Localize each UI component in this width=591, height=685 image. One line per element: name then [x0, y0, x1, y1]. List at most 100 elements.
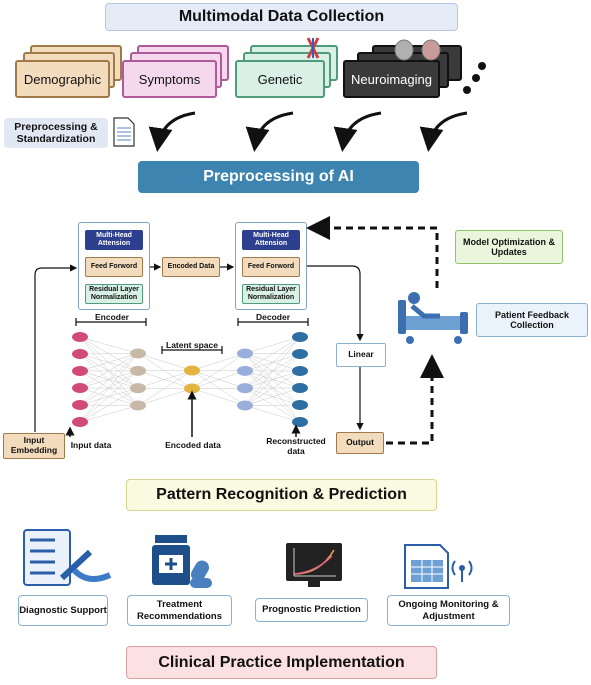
decoder-block: Multi-Head Attension Feed Forword Residu…: [235, 222, 307, 310]
brackets: [75, 318, 309, 354]
network-connection: [191, 370, 246, 389]
more-sources-dots-icon: [463, 62, 486, 94]
network-connection: [244, 353, 301, 406]
network-connection: [79, 370, 139, 423]
network-connection: [244, 336, 301, 406]
network-node: [292, 383, 308, 393]
network-node: [292, 417, 308, 427]
source-card-neuroimaging: Neuroimaging: [343, 60, 440, 98]
source-card-symptoms: Symptoms: [122, 60, 217, 98]
network-node: [72, 366, 88, 376]
network-connection: [79, 353, 139, 372]
linear-box: Linear: [336, 343, 386, 367]
feedback-loop: [306, 216, 444, 445]
network-node: [292, 400, 308, 410]
network-connection: [244, 336, 301, 354]
network-connection: [79, 336, 139, 354]
encoded-data-box: Encoded Data: [162, 257, 220, 277]
reconstructed-data-label: Reconstructed data: [266, 436, 326, 456]
preprocessing-standardization-text: Preprocessing & Standardization: [14, 120, 98, 145]
network-node: [72, 417, 88, 427]
network-node: [72, 383, 88, 393]
network-connection: [244, 336, 301, 389]
encoder-title: Encoder: [94, 312, 129, 322]
model-optimization-box: Model Optimization & Updates: [455, 230, 563, 264]
network-node: [72, 349, 88, 359]
network-node: [292, 332, 308, 342]
network-connection: [79, 405, 139, 423]
patient-feedback-box: Patient Feedback Collection: [476, 303, 588, 337]
spreadsheet-signal-icon: [404, 544, 473, 589]
network-connection: [191, 370, 246, 406]
network-connection: [191, 353, 246, 371]
network-connection: [191, 388, 246, 406]
monitor-chart-icon: [286, 543, 342, 587]
input-data-label: Input data: [70, 440, 112, 450]
autoencoder-network: [72, 332, 308, 427]
outcome-diagnostic-support: Diagnostic Support: [18, 595, 108, 626]
banner-clinical-text: Clinical Practice Implementation: [158, 653, 405, 671]
network-node: [237, 383, 253, 394]
network-connection: [244, 387, 301, 406]
network-connection: [79, 353, 139, 406]
decoder-multi-head-attention: Multi-Head Attension: [242, 230, 300, 250]
decoder-residual-normalization: Residual Layer Normalization: [242, 284, 300, 304]
banner-preprocessing-ai-text: Preprocessing of AI: [203, 168, 354, 185]
network-node: [130, 400, 146, 411]
outcome-treatment-recommendations: Treatment Recommendations: [127, 595, 232, 626]
network-connection: [79, 353, 139, 355]
network-node: [292, 349, 308, 359]
decoder-title: Decoder: [255, 312, 290, 322]
banner-preprocessing-ai: Preprocessing of AI: [138, 161, 419, 193]
network-node: [292, 366, 308, 376]
banner-clinical-practice: Clinical Practice Implementation: [126, 646, 437, 679]
network-connection: [79, 387, 139, 423]
dna-icon: [306, 37, 320, 59]
medicine-bottle-icon: [152, 535, 212, 588]
network-node: [237, 400, 253, 411]
input-arrow: [34, 264, 78, 432]
network-connection: [244, 336, 301, 372]
source-card-demographic: Demographic: [15, 60, 110, 98]
network-node: [237, 365, 253, 376]
outcome-prognostic-prediction: Prognostic Prediction: [255, 598, 368, 622]
banner-collection-text: Multimodal Data Collection: [178, 8, 385, 25]
source-label-genetic: Genetic: [257, 71, 303, 87]
patient-bed-icon: [398, 292, 468, 344]
network-connection: [137, 353, 193, 371]
network-node: [184, 365, 200, 376]
preprocessing-standardization-label: Preprocessing & Standardization: [4, 118, 108, 148]
network-connection: [79, 353, 139, 389]
encoder-multi-head-attention: Multi-Head Attension: [85, 230, 143, 250]
latent-space-label: Latent space: [166, 340, 218, 350]
network-node: [130, 383, 146, 394]
network-connection: [137, 388, 193, 406]
network-connection: [137, 353, 193, 389]
decoder-to-linear-arrow: [307, 265, 364, 342]
encoder-block: Multi-Head Attension Feed Forword Residu…: [78, 222, 150, 310]
input-embedding-box: Input Embedding: [3, 433, 65, 459]
banner-pattern-text: Pattern Recognition & Prediction: [156, 486, 407, 503]
encoder-feed-forward: Feed Forword: [85, 257, 143, 277]
banner-multimodal-data-collection: Multimodal Data Collection: [105, 3, 458, 31]
network-connection: [137, 370, 193, 389]
output-box: Output: [336, 432, 384, 454]
network-connection: [244, 404, 301, 406]
network-connection: [79, 353, 139, 423]
network-node: [237, 348, 253, 359]
document-icon: [113, 117, 135, 147]
decoder-feed-forward: Feed Forword: [242, 257, 300, 277]
curved-arrows: [148, 111, 468, 152]
network-node: [130, 365, 146, 376]
network-node: [72, 332, 88, 342]
source-label-demographic: Demographic: [23, 71, 102, 87]
encoder-residual-normalization: Residual Layer Normalization: [85, 284, 143, 304]
network-node: [130, 348, 146, 359]
network-node: [72, 400, 88, 410]
checklist-icon: [23, 529, 112, 586]
network-connection: [244, 405, 301, 423]
network-connection: [191, 353, 246, 389]
encoded-data-label: Encoded data: [165, 440, 221, 450]
network-connection: [137, 370, 193, 389]
